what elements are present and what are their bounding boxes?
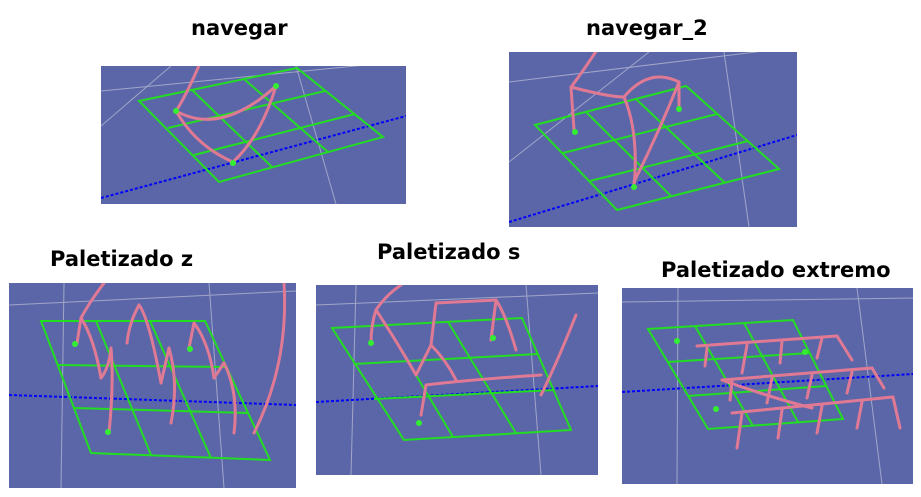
axis-line	[101, 115, 406, 199]
robot-arm	[695, 334, 902, 450]
reference-lines	[316, 285, 598, 475]
target-points	[72, 341, 193, 435]
pallet-grid	[39, 320, 272, 462]
reference-lines	[101, 66, 361, 204]
panel-title-navegar-2: navegar_2	[586, 16, 708, 40]
target-points	[572, 106, 682, 190]
target-points	[173, 83, 279, 166]
pallet-grid	[646, 318, 845, 431]
axis-line	[9, 394, 296, 406]
reference-lines	[509, 52, 761, 227]
simulation-view-paletizado-s	[316, 285, 598, 475]
panel-title-paletizado-z: Paletizado z	[50, 247, 194, 271]
axis-line	[622, 373, 913, 393]
panel-title-paletizado-s: Paletizado s	[377, 240, 521, 264]
simulation-view-navegar-2	[509, 52, 797, 227]
target-points	[674, 338, 808, 412]
robot-arm	[174, 66, 278, 164]
simulation-view-paletizado-z	[9, 283, 296, 488]
simulation-view-navegar	[101, 66, 406, 204]
reference-lines	[9, 283, 296, 488]
target-points	[368, 335, 496, 426]
view-background	[9, 283, 296, 488]
robot-arm	[75, 283, 287, 435]
simulation-view-paletizado-extremo	[622, 288, 913, 484]
panel-title-navegar: navegar	[191, 16, 288, 40]
pallet-grid	[533, 84, 782, 212]
robot-arm	[369, 285, 578, 417]
reference-lines	[622, 288, 913, 484]
robot-arm	[569, 52, 681, 189]
pallet-grid	[330, 316, 573, 442]
panel-title-paletizado-extremo: Paletizado extremo	[661, 258, 891, 282]
